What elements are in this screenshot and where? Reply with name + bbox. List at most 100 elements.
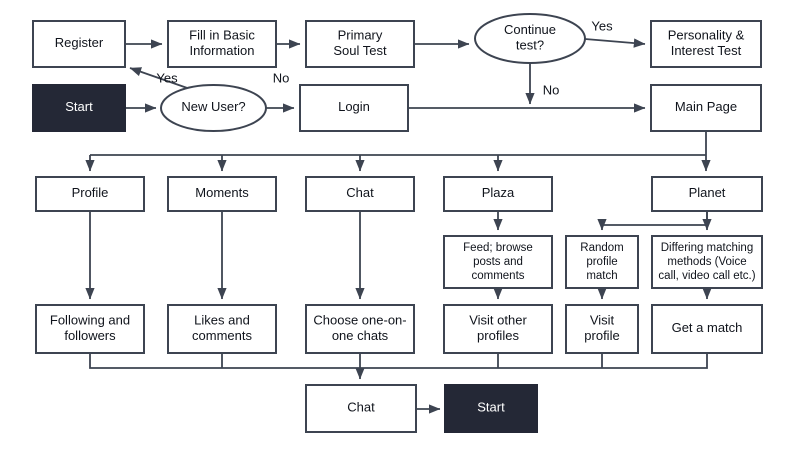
node-label-line: comments [192,328,252,343]
node-label-line: Visit other [469,313,527,328]
node-label-start-top: Start [65,99,93,114]
node-label-one-on-one: Choose one-on-one chats [313,313,406,344]
edge-new-user-yes-to-register [129,67,194,91]
node-label-line: Start [477,400,505,415]
node-label-line: Chat [347,400,375,415]
node-label-line: Fill in Basic [189,28,255,43]
node-random-match[interactable]: Random profile match [565,235,639,289]
edge-bottom-merge-bus [89,353,708,369]
node-label-line: comments [471,270,524,282]
node-label-register: Register [55,35,104,50]
node-new-user[interactable]: New User? [160,84,267,132]
node-label-line: New User? [181,99,245,114]
node-label-chat-menu: Chat [346,185,374,200]
node-label-line: posts and [473,256,523,268]
node-label-personality: Personality &Interest Test [668,28,745,59]
node-label-line: test? [516,38,544,53]
node-label-plaza: Plaza [482,185,515,200]
node-label-feed: Feed; browse posts and comments [463,242,533,282]
edges-layer: Personality & Interest Test --> Register… [85,38,712,414]
node-moments[interactable]: Moments [167,176,277,212]
node-shape-start-bottom [444,384,538,433]
node-start-bottom[interactable]: Start [444,384,538,433]
node-label-line: Random [580,242,623,254]
node-shape-soul-test [305,20,415,68]
node-label-line: profile [584,328,619,343]
node-label-line: Main Page [675,99,737,114]
node-shape-main-page [650,84,762,132]
node-shape-random-match [565,235,639,289]
node-main-page[interactable]: Main Page [650,84,762,132]
node-label-get-match: Get a match [672,320,743,335]
node-label-line: Primary [338,28,383,43]
node-label-line: one chats [332,328,389,343]
node-label-line: Plaza [482,185,515,200]
node-label-profile: Profile [72,185,109,200]
node-label-line: match [586,270,617,282]
node-chat-menu[interactable]: Chat [305,176,415,212]
node-shape-personality [650,20,762,68]
node-start-top[interactable]: Start [32,84,126,132]
node-feed[interactable]: Feed; browse posts and comments [443,235,553,289]
node-label-start-bottom: Start [477,400,505,415]
node-label-line: Soul Test [333,43,387,58]
node-label-line: methods (Voice [667,256,746,268]
node-shape-following [35,304,145,354]
node-shape-chat-final [305,384,417,433]
edge-label-yes-continue-test: Yes [591,18,613,33]
node-label-line: Chat [346,185,374,200]
node-register[interactable]: Register [32,20,126,68]
node-profile[interactable]: Profile [35,176,145,212]
node-shape-differing [651,235,763,289]
node-label-line: Likes and [194,313,250,328]
node-shape-login [299,84,409,132]
node-label-line: followers [64,328,116,343]
node-label-line: Differing matching [661,242,753,254]
node-shape-continue-test [474,13,586,64]
node-label-moments: Moments [195,185,249,200]
edge-continue-test-yes-to-personality [584,38,646,48]
node-shape-plaza [443,176,553,212]
node-get-match[interactable]: Get a match [651,304,763,354]
node-login[interactable]: Login [299,84,409,132]
node-one-on-one[interactable]: Choose one-on-one chats [305,304,415,354]
node-shape-visit-profile [565,304,639,354]
node-label-login: Login [338,99,370,114]
node-label-planet: Planet [689,185,726,200]
node-planet[interactable]: Planet [651,176,763,212]
node-chat-final[interactable]: Chat [305,384,417,433]
edge-label-no-continue-test: No [543,82,560,97]
node-shape-planet [651,176,763,212]
node-label-line: Login [338,99,370,114]
node-label-line: Choose one-on- [313,313,406,328]
node-shape-profile [35,176,145,212]
node-plaza[interactable]: Plaza [443,176,553,212]
node-label-line: Personality & [668,28,745,43]
node-personality[interactable]: Personality &Interest Test [650,20,762,68]
node-label-line: profiles [477,328,519,343]
node-label-line: Feed; browse [463,242,533,254]
node-shape-get-match [651,304,763,354]
node-label-line: Information [189,43,254,58]
node-label-line: Following and [50,313,130,328]
node-label-line: Register [55,35,104,50]
node-shape-feed [443,235,553,289]
node-label-line: profile [586,256,617,268]
node-shape-chat-menu [305,176,415,212]
